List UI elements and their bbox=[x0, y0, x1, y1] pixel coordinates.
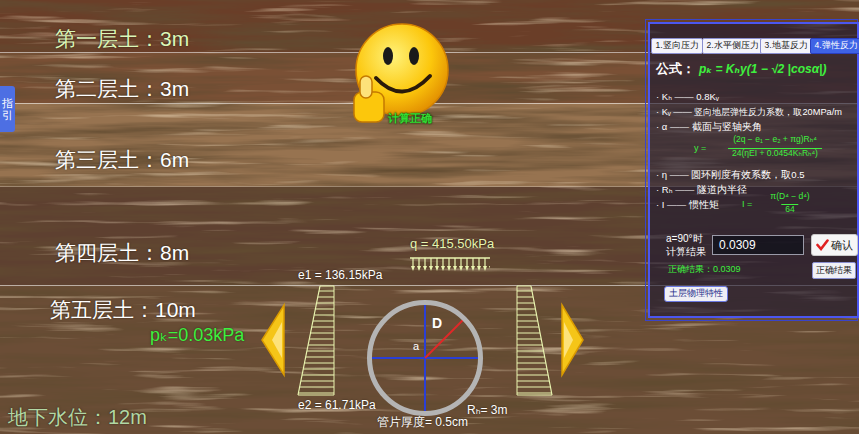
node-text: 1.竖向压力 bbox=[655, 40, 698, 52]
step-tab: 2.水平侧压力 bbox=[702, 38, 763, 54]
formula-text: · α —— 截面与竖轴夹角 bbox=[656, 122, 762, 133]
formula-text: a=90°时 计算结果 bbox=[666, 233, 710, 258]
step-tab: 3.地基反力 bbox=[760, 38, 812, 54]
layer-label: 第五层土：10m bbox=[50, 298, 196, 321]
formula-text: y = bbox=[694, 143, 706, 153]
formula-text: 公式： bbox=[656, 62, 695, 77]
node-text: 确认 bbox=[831, 238, 853, 253]
formula-text: 64 bbox=[781, 204, 798, 215]
node-text: 土层物理特性 bbox=[669, 288, 723, 300]
guide-tab: 指引 bbox=[0, 86, 15, 132]
node-text: 3.地基反力 bbox=[764, 40, 807, 52]
load-diagram bbox=[262, 258, 583, 395]
soil-button: 土层物理特性 bbox=[664, 286, 728, 302]
confirm-button: 确认 bbox=[811, 234, 858, 256]
layer-label: 第一层土：3m bbox=[55, 27, 189, 50]
step-tab: 4.弹性反力 bbox=[810, 38, 859, 54]
layer-label: 第三层土：6m bbox=[55, 148, 189, 171]
formula-text: 24(ηEI + 0.0454KₕRₕ⁴) bbox=[728, 148, 822, 159]
formula-panel: 公式： pₖ = Kₕy(1 − √2 |cosα|) · Kₕ —— 0.8Kᵥ ·… bbox=[648, 22, 859, 318]
load-label: q = 415.50kPa bbox=[410, 237, 494, 251]
formula-text: · η —— 圆环刚度有效系数，取0.5 bbox=[656, 170, 805, 181]
layer-label: 第二层土：3m bbox=[55, 77, 189, 100]
pressure-label: e1 = 136.15kPa bbox=[298, 269, 382, 282]
node-text: 指引 bbox=[2, 97, 13, 121]
result-input: 0.0309 bbox=[712, 235, 804, 255]
thickness-label: 管片厚度= 0.5cm bbox=[377, 416, 468, 429]
formula-text: · I —— 惯性矩 bbox=[656, 200, 719, 211]
step-tab: 1.竖向压力 bbox=[651, 38, 703, 54]
pressure-label: e2 = 61.71kPa bbox=[298, 399, 376, 412]
formula-text: D bbox=[432, 315, 442, 331]
formula-text: 计算正确 bbox=[388, 112, 432, 125]
formula-text: (2q − e₁ − e₂ + πg)Rₕ⁴ bbox=[733, 135, 817, 145]
tunnel-ring: Da bbox=[367, 300, 483, 416]
node-text: 0.0309 bbox=[719, 238, 756, 252]
formula-text: π(D⁴ − d⁴) bbox=[770, 192, 809, 202]
tunnel-axes bbox=[368, 301, 482, 415]
layer-label: 第四层土：8m bbox=[55, 241, 189, 264]
node-text: 2.水平侧压力 bbox=[706, 40, 758, 52]
check-icon bbox=[816, 239, 829, 251]
water-level-label: 地下水位：12m bbox=[8, 406, 147, 428]
answer-button: 正确结果 bbox=[812, 262, 856, 279]
formula-text: I = bbox=[742, 199, 752, 209]
formula-text: · Kᵥ —— 竖向地层弹性反力系数，取20MPa/m bbox=[656, 107, 842, 118]
formula-text: 正确结果：0.0309 bbox=[668, 264, 741, 274]
formula-text: a bbox=[413, 340, 419, 353]
node-text: 正确结果 bbox=[816, 264, 852, 277]
formula-text: · Kₕ —— 0.8Kᵥ bbox=[656, 92, 719, 103]
reaction-label: pₖ=0.03kPa bbox=[150, 326, 244, 346]
node-text: 4.弹性反力 bbox=[814, 40, 857, 52]
radius-label: Rₕ= 3m bbox=[467, 404, 508, 417]
formula-text: · Rₕ —— 隧道内半径 bbox=[656, 185, 747, 196]
smiley-badge: 计算正确 bbox=[348, 18, 460, 150]
formula-text: pₖ = Kₕy(1 − √2 |cosα|) bbox=[699, 63, 826, 77]
